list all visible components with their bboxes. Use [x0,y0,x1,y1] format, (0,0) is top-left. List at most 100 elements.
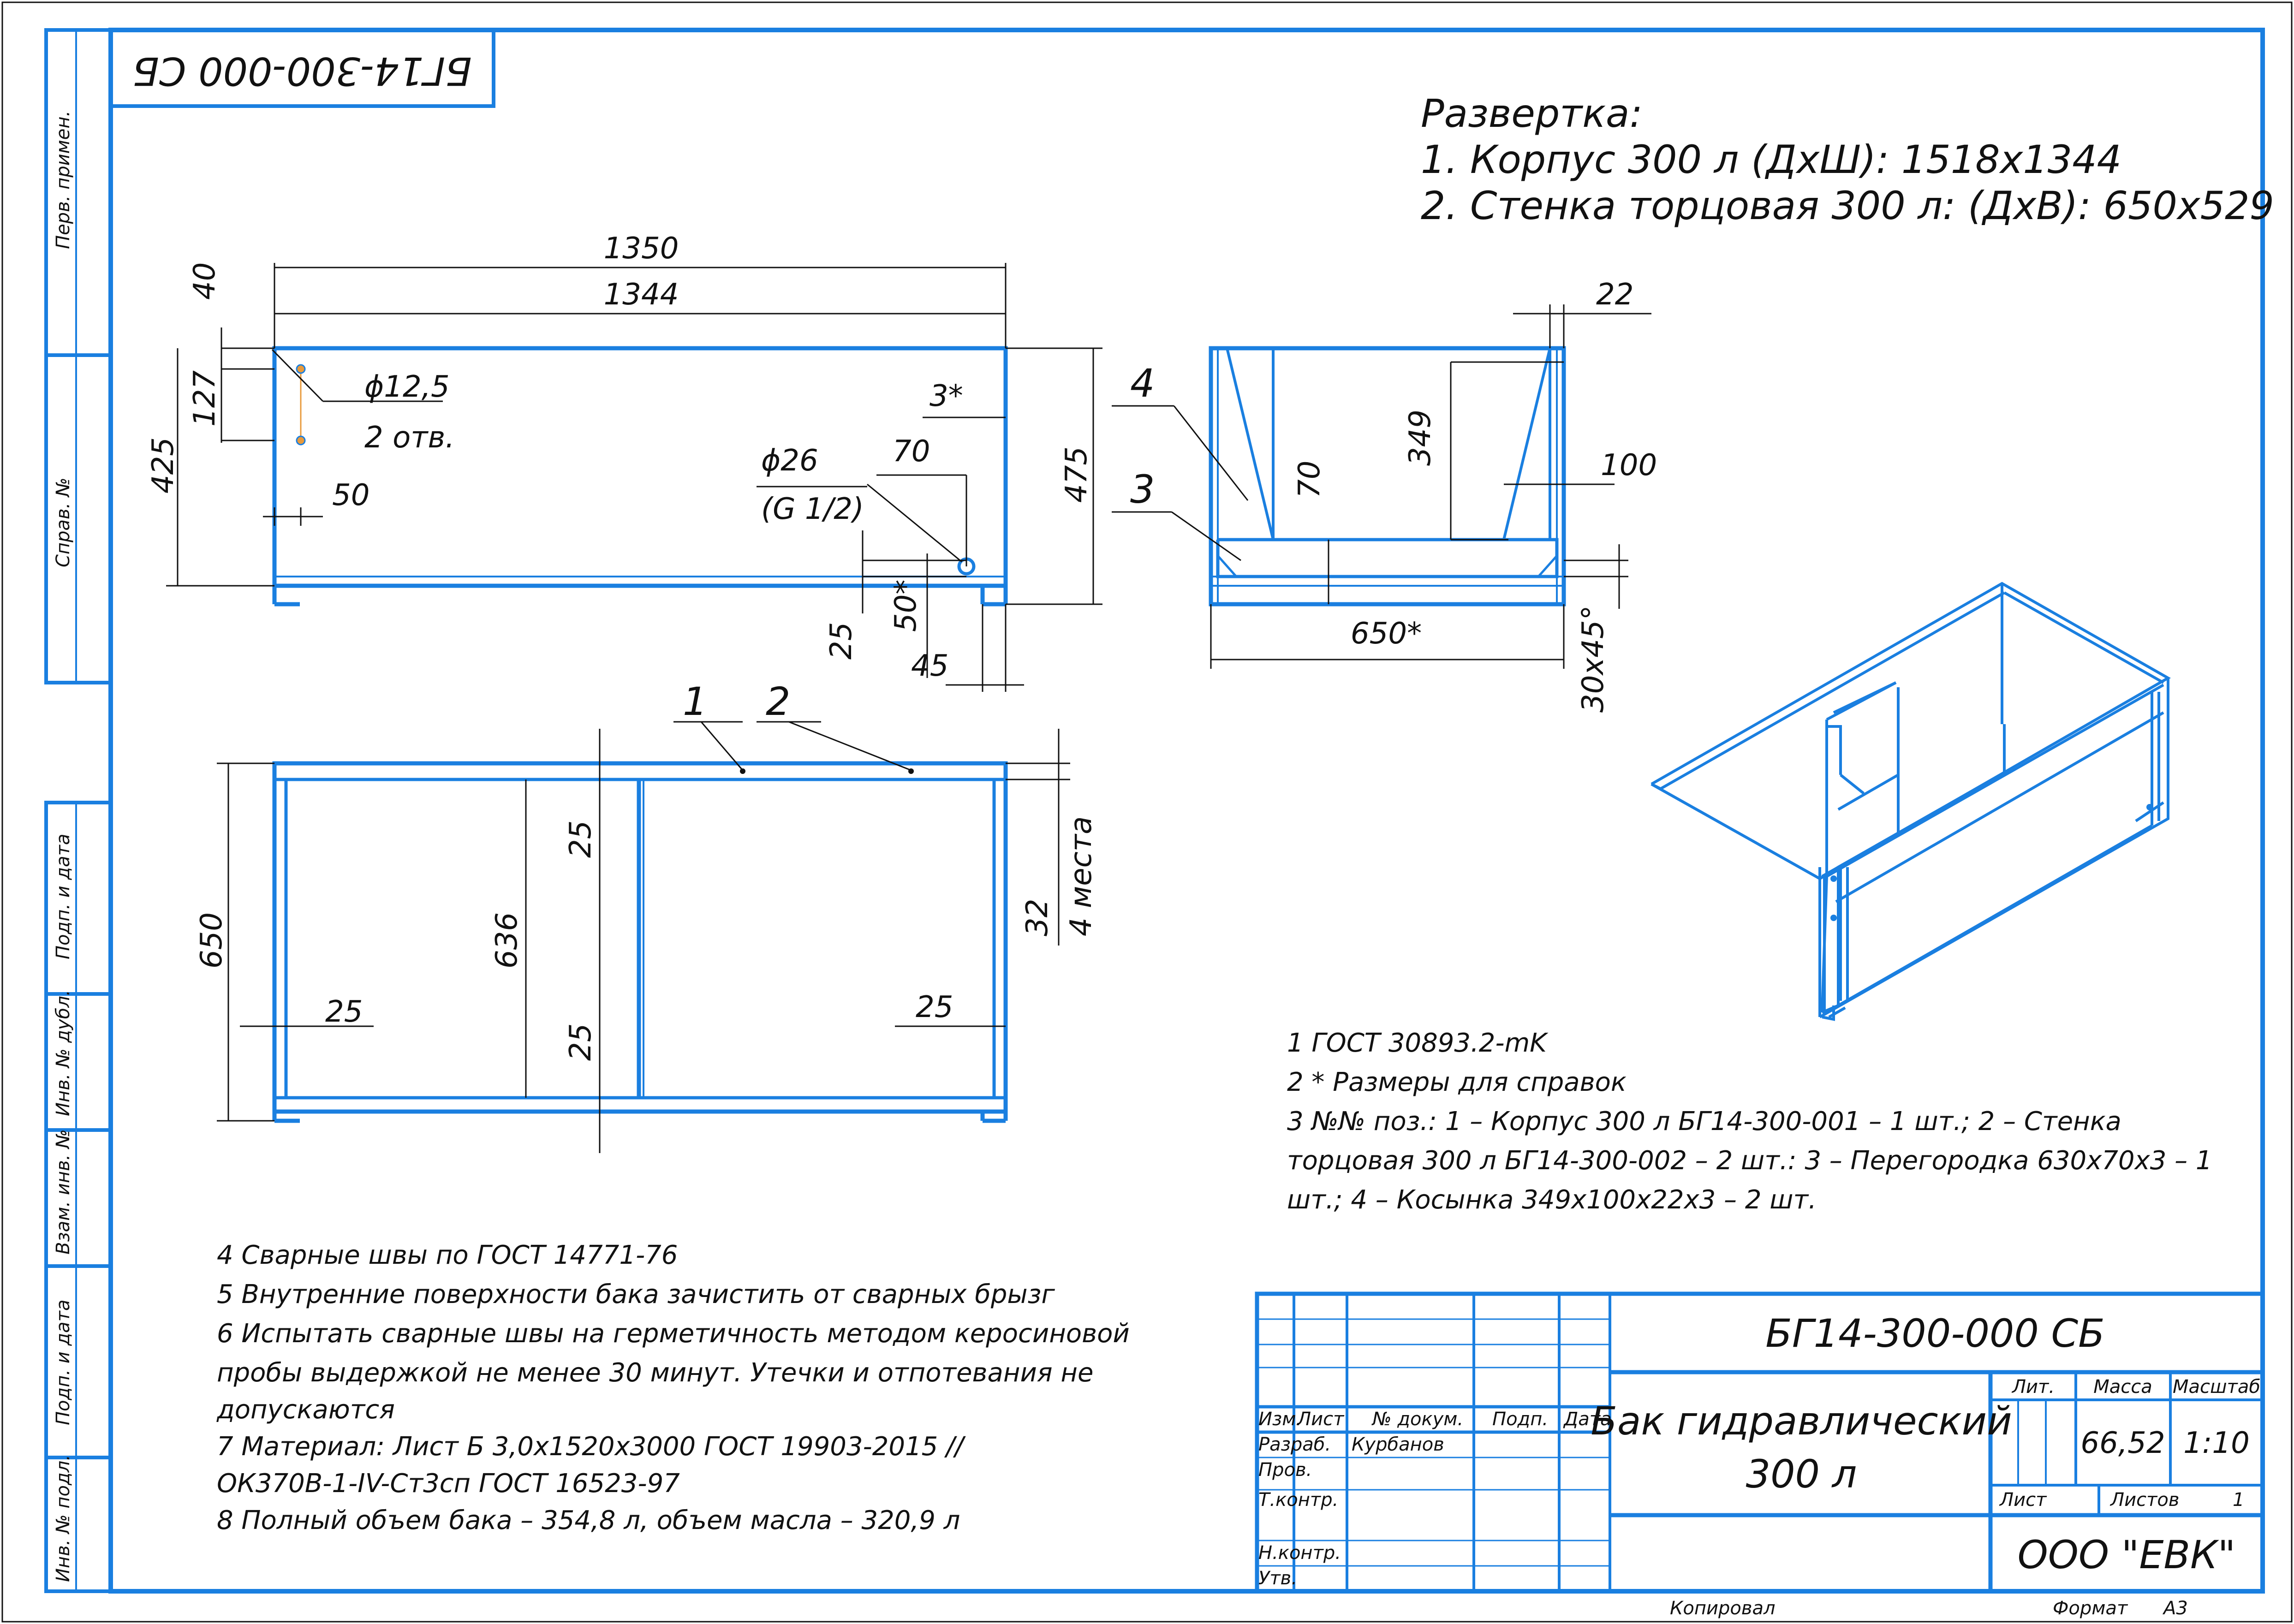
tb-designation: БГ14-300-000 СБ [1765,1311,2105,1356]
dim-50-star: 50* [889,580,923,632]
strip-sprav-no: Справ. № [53,477,74,567]
dim-650-star: 650* [1351,617,1422,651]
razvertka-title: Развертка: [1421,91,1643,136]
dim-70-front: 70 [893,434,930,469]
corner-code-box: БГ14-300-000 СБ [109,28,495,108]
tb-mass-label: Масса [2093,1376,2152,1398]
tb-hdr-list: Лист [1296,1409,1345,1430]
tb-sheets-label: Листов [2109,1489,2179,1511]
tb-utv: Утв. [1258,1568,1297,1589]
tb-nkontr: Н.контр. [1258,1542,1341,1564]
strip-podp-data-1: Подп. и дата [53,834,74,959]
port-diameter: ϕ26 [761,444,818,478]
partition-profile [1216,538,1559,578]
razvertka-block: Развертка: 1. Корпус 300 л (ДхШ): 1518х1… [1421,91,2274,228]
top-view-body [272,761,1008,1114]
tb-sheets: 1 [2233,1489,2244,1511]
corner-code-text: БГ14-300-000 СБ [132,48,472,94]
note-l-6b: пробы выдержкой не менее 30 минут. Утечк… [217,1358,1093,1388]
dim-25-top-c: 25 [325,995,363,1029]
dim-636: 636 [490,912,524,969]
top-view: 1 2 650 636 25 25 25 25 32 4 места [195,679,1098,1153]
note-l-4: 4 Сварные швы по ГОСТ 14771-76 [217,1240,678,1270]
tb-hdr-data: Дата [1563,1409,1612,1430]
note-r-2: 2 * Размеры для справок [1287,1067,1627,1097]
dim-70-side: 70 [1293,461,1327,498]
dim-4-places: 4 места [1064,816,1098,936]
razvertka-line2: 2. Стенка торцовая 300 л: (ДхВ): 650х529 [1421,183,2274,228]
left-strip: Перв. примен. Справ. № Подп. и дата Инв.… [44,28,113,1593]
dim-45: 45 [911,649,948,683]
dim-25-front: 25 [824,622,858,660]
dim-1350: 1350 [604,232,679,266]
dim-32: 32 [1020,899,1055,936]
tb-mass: 66,52 [2080,1426,2165,1460]
strip-podp-data-2: Подп. и дата [53,1300,74,1425]
note-l-8: 8 Полный объем бака – 354,8 л, объем мас… [217,1505,960,1535]
tb-name-1: Бак гидравлический [1591,1398,2012,1444]
dim-1344: 1344 [604,278,679,312]
tb-tkontr: Т.контр. [1258,1489,1338,1511]
strip-inv-podl: Инв. № подл. [53,1455,74,1582]
note-r-3: 3 №№ поз.: 1 – Корпус 300 л БГ14-300-001… [1287,1106,2121,1136]
strip-perv-primen: Перв. примен. [53,111,74,249]
tb-lit-label: Лит. [2011,1376,2055,1398]
dim-50: 50 [332,478,369,512]
dim-3-star: 3* [930,379,963,413]
tb-scale: 1:10 [2183,1426,2250,1460]
note-l-6c: допускаются [216,1395,395,1425]
dim-475: 475 [1060,446,1094,503]
tb-razrab-name: Курбанов [1352,1434,1444,1455]
note-l-6: 6 Испытать сварные швы на герметичность … [217,1319,1130,1349]
tb-razrab: Разраб. [1258,1434,1331,1455]
tb-hdr-dokum: № докум. [1371,1409,1463,1430]
tb-scale-label: Масштаб [2173,1376,2260,1398]
footer-copied: Копировал [1670,1598,1776,1619]
dim-22: 22 [1596,278,1633,312]
dim-425: 425 [146,437,180,494]
tb-prov: Пров. [1258,1459,1312,1481]
razvertka-line1: 1. Корпус 300 л (ДхШ): 1518х1344 [1421,137,2121,182]
tb-hdr-izm: Изм. [1258,1409,1302,1430]
pos-2: 2 [766,679,790,724]
dim-127: 127 [188,370,222,427]
pos-1: 1 [683,679,707,724]
dim-40: 40 [188,262,222,300]
dim-349: 349 [1403,410,1437,466]
notes-left: 4 Сварные швы по ГОСТ 14771-76 5 Внутрен… [216,1240,1130,1535]
isometric-view [1650,582,2171,1021]
pos-4: 4 [1130,361,1155,406]
front-view: 1350 1344 40 127 425 50 ϕ12,5 2 отв. 3* … [146,232,1102,692]
tb-hdr-podp: Подп. [1492,1409,1548,1430]
dim-chamfer: 30х45° [1576,605,1610,713]
tb-name-2: 300 л [1746,1451,1857,1497]
note-r-4: торцовая 300 л БГ14-300-002 – 2 шт.: 3 –… [1287,1146,2212,1176]
strip-vzam-inv: Взам. инв. № [53,1129,74,1255]
tb-sheet-label: Лист [1999,1489,2047,1511]
dim-25-top-a: 25 [564,821,598,858]
dim-25-top-d: 25 [916,990,953,1024]
front-view-body [272,346,1008,588]
title-block: БГ14-300-000 СБ Бак гидравлический 300 л… [1255,1291,2265,1594]
footer-format-label: Формат [2053,1598,2128,1619]
gusset-left [1225,347,1275,540]
note-r-5: шт.; 4 – Косынка 349х100х22х3 – 2 шт. [1287,1185,1817,1215]
mount-hole-bottom [296,435,306,446]
note-l-5: 5 Внутренние поверхности бака зачистить … [217,1279,1055,1309]
hole-count: 2 отв. [364,421,455,455]
side-view-body [1209,346,1566,607]
dim-100: 100 [1601,448,1657,482]
hole-diameter: ϕ12,5 [364,370,450,404]
pos-3: 3 [1130,467,1155,512]
note-l-7b: ОК370В-1-IV-Ст3сп ГОСТ 16523-97 [217,1469,680,1499]
port-thread: (G 1/2) [761,492,864,526]
tb-company: ООО "ЕВК" [2018,1532,2236,1577]
notes-right: 1 ГОСТ 30893.2-mK 2 * Размеры для справо… [1287,1028,2212,1215]
note-l-7: 7 Материал: Лист Б 3,0х1520х3000 ГОСТ 19… [217,1432,966,1462]
mount-hole-top [296,364,306,374]
dim-25-top-b: 25 [564,1023,598,1061]
gusset-right [1502,348,1551,541]
dim-650-top: 650 [195,912,229,969]
footer-format: А3 [2162,1598,2188,1619]
